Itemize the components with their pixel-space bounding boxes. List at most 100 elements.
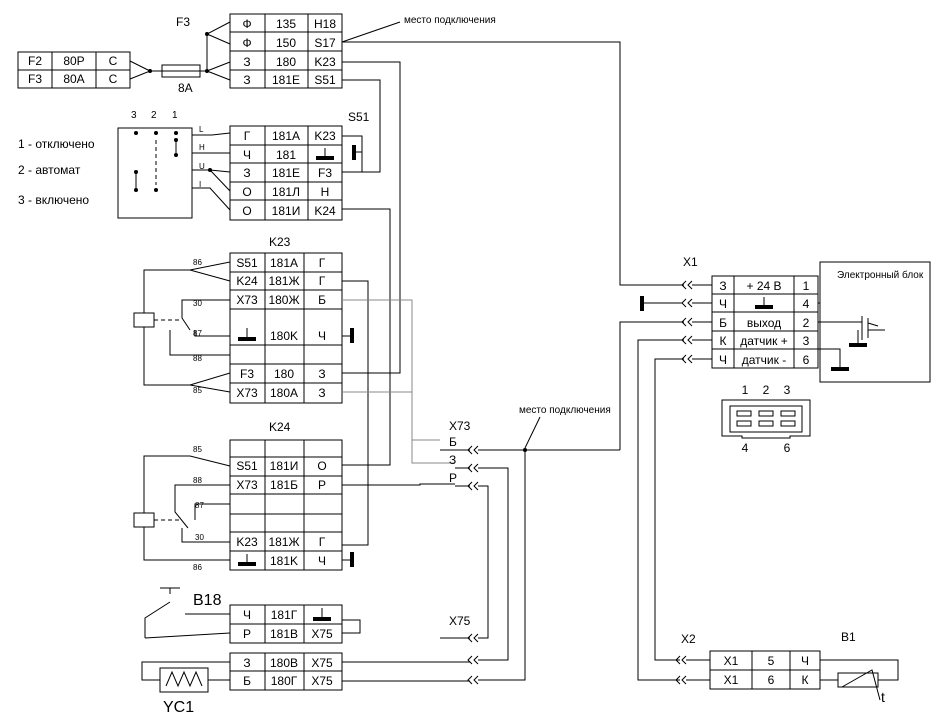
x1-cell: 1: [803, 279, 810, 293]
switch-pos: 3: [131, 110, 137, 121]
ground-icon: [238, 328, 256, 341]
switch-legend-item: 2 - автомат: [18, 163, 81, 177]
k23-cell: 180A: [270, 386, 298, 400]
k23-table: K23 S51 181A Г K24 181Ж Г X73 180Ж Б 180…: [229, 235, 343, 404]
x2-cell: X1: [724, 673, 739, 687]
f3-cell: З: [243, 55, 250, 69]
k23-cell: X73: [236, 293, 258, 307]
x1-title: X1: [683, 255, 698, 269]
s51-cell: 181A: [272, 129, 300, 143]
s51-cell: 181: [276, 148, 296, 162]
k24-cell: 181K: [270, 554, 298, 568]
fuse-cell-0-2: C: [109, 54, 118, 68]
x1-cell: 4: [803, 297, 810, 311]
k24-cell: О: [317, 459, 326, 473]
connection-point-note: место подключения: [404, 15, 496, 26]
x1-cell: З: [719, 279, 726, 293]
fuse-cell-1-1: 80A: [63, 72, 84, 86]
pin-number: 2: [763, 383, 770, 397]
k23-cell: Г: [319, 256, 326, 270]
b18-title: B18: [193, 592, 222, 609]
connector-pinout: 1 2 3 4 6: [721, 383, 811, 455]
x2-cell: 5: [768, 654, 775, 668]
k24-pin: 30: [195, 533, 204, 542]
k23-title: K23: [269, 235, 291, 249]
x2-cell: X1: [724, 654, 739, 668]
s51-cell: K23: [314, 129, 336, 143]
k24-cell: 181И: [270, 459, 299, 473]
switch-pos: 2: [151, 110, 157, 121]
ecu-box: Электронный блок: [818, 261, 931, 383]
k24-pin: 86: [193, 563, 202, 572]
k24-cell: X73: [236, 478, 258, 492]
s51-cell: Г: [244, 129, 251, 143]
s51-cell: 181Л: [272, 185, 300, 199]
k23-cell: X73: [236, 386, 258, 400]
s51-cell: Ч: [243, 148, 251, 162]
s51-cell: 181И: [272, 204, 301, 218]
k24-cell: 181Б: [270, 478, 298, 492]
x1-cell: Б: [719, 316, 727, 330]
k23-cell: 181A: [270, 256, 298, 270]
k23-cell: 181Ж: [268, 274, 299, 288]
f3-cell: 150: [276, 36, 296, 50]
k23-cell: З: [318, 386, 325, 400]
fuse-cell-0-1: 80P: [63, 54, 84, 68]
fuse-label: F3: [176, 15, 190, 29]
switch-contact: U: [199, 162, 205, 171]
s51-cell: K24: [314, 204, 336, 218]
x1-cell: 3: [803, 334, 810, 348]
k24-cell: 181Ж: [268, 535, 299, 549]
switch-contact: H: [199, 143, 205, 152]
pin-number: 4: [742, 441, 749, 455]
k23-cell: Ч: [318, 329, 326, 343]
f3-cell: 181E: [272, 73, 300, 87]
s51-table: S51 Г 181A K23 Ч 181 З 181E F3 О 181Л H …: [229, 110, 370, 221]
ground-icon: [316, 148, 334, 160]
k24-cell: Р: [318, 478, 326, 492]
s51-cell: О: [242, 185, 251, 199]
x1-cell: Ч: [719, 297, 727, 311]
f3-cell: 180: [276, 55, 296, 69]
k23-pin: 87: [193, 329, 202, 338]
x1-cell: датчик -: [742, 353, 786, 367]
switch-symbol: 3 2 1 L H U I: [117, 110, 205, 219]
yc1-cell: X75: [311, 674, 333, 688]
x73-wire: Р: [449, 471, 457, 485]
f3-cell: 135: [276, 17, 296, 31]
yc1-cell: 180B: [270, 656, 298, 670]
k24-pin: 85: [193, 445, 202, 454]
b1-sensor-label: t: [881, 689, 885, 705]
f3-cell: H18: [314, 17, 336, 31]
k23-pin: 86: [193, 258, 202, 267]
fuse-rating: 8A: [178, 81, 193, 95]
k24-cell: Г: [319, 535, 326, 549]
x73-connection-note: место подключения: [519, 405, 611, 416]
x1-cell: выход: [747, 316, 781, 330]
x73-wire: З: [449, 453, 456, 467]
x2-title: X2: [681, 632, 696, 646]
b18-switch: B18 Ч 181Г Р 181B X75: [144, 587, 343, 644]
yc1-title: YC1: [163, 699, 194, 716]
k24-cell: S51: [236, 459, 258, 473]
s51-cell: О: [242, 204, 251, 218]
f3-cell: S17: [314, 36, 336, 50]
x2-cell: Ч: [801, 654, 809, 668]
ecu-title: Электронный блок: [837, 269, 924, 281]
x1-cell: К: [720, 334, 727, 348]
k24-relay: 85 88 87 30 86: [133, 445, 231, 572]
switch-contact: L: [199, 125, 204, 134]
x1-cell: 6: [803, 353, 810, 367]
x73-connector: X73 Б З Р: [440, 419, 620, 661]
k23-cell: 180: [274, 367, 294, 381]
b18-cell: 181B: [270, 627, 298, 641]
ground-icon: [238, 554, 256, 566]
x73-title: X73: [449, 419, 471, 433]
k23-cell: З: [318, 367, 325, 381]
x2-cell: К: [802, 673, 809, 687]
pin-number: 6: [784, 441, 791, 455]
b1-sensor: B1 t: [820, 630, 899, 705]
k23-cell: S51: [236, 256, 258, 270]
ground-icon: [313, 608, 331, 621]
f3-cell: Ф: [242, 17, 251, 31]
